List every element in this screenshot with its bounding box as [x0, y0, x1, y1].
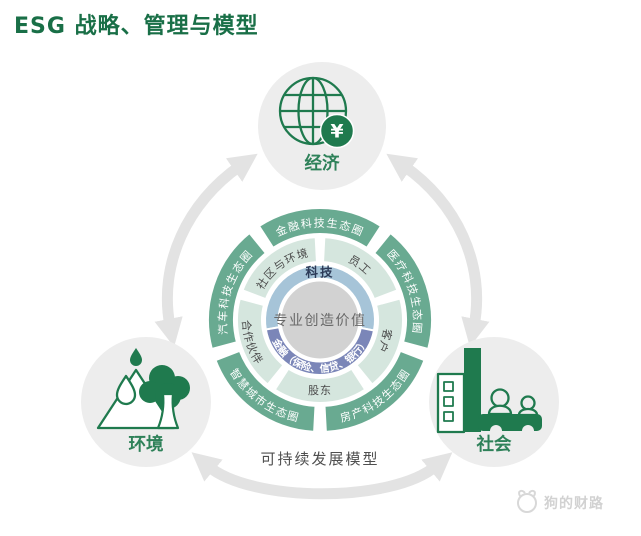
outer-ring-segment: [207, 231, 268, 351]
inner-ring-top-label: 科技: [305, 265, 334, 280]
model-caption: 可持续发展模型: [260, 450, 379, 468]
node-society: 社会: [429, 337, 559, 467]
environment-label: 环境: [129, 434, 164, 455]
middle-ring-segment: [355, 297, 404, 386]
watermark-text: 狗的财路: [544, 495, 604, 512]
middle-ring-segment: [241, 236, 319, 301]
arrow-economy-environment: [154, 153, 258, 348]
node-economy: ¥ 经济: [258, 62, 386, 190]
arrow-economy-society: [386, 153, 490, 348]
middle-ring-segment: [321, 236, 399, 301]
economy-label: 经济: [305, 153, 340, 174]
ecosystem-rings: 金融科技生态圈医疗科技生态圈房产科技生态圈智慧城市生态圈汽车科技生态圈员工客户股…: [207, 207, 433, 433]
outer-ring-segment: [214, 349, 317, 433]
middle-ring-segment: [236, 297, 285, 386]
watermark: 狗的财路: [517, 489, 604, 513]
arrow-environment-society: [191, 452, 453, 500]
yuan-symbol: ¥: [330, 121, 343, 143]
outer-ring-segment: [323, 349, 426, 433]
middle-ring-segment: [273, 367, 367, 404]
outer-ring-segment: [257, 207, 383, 250]
city-people-icon: [436, 348, 542, 437]
page-title: ESG 战略、管理与模型: [14, 14, 259, 39]
globe-yuan-icon: ¥: [278, 76, 355, 149]
inner-ring-finance-segment: [264, 326, 376, 376]
center-value-label: 专业创造价值: [274, 313, 367, 329]
mountain-tree-icon: [96, 348, 190, 430]
tree-canopy: [139, 365, 190, 409]
dog-logo-icon: [517, 489, 537, 513]
node-environment: 环境: [81, 337, 211, 467]
outer-ring-segment: [372, 231, 433, 351]
cycle-arrows: [154, 153, 490, 500]
society-label: 社会: [476, 434, 512, 455]
mid-ring-label: 股东: [308, 384, 332, 397]
center-circle: [279, 279, 361, 361]
